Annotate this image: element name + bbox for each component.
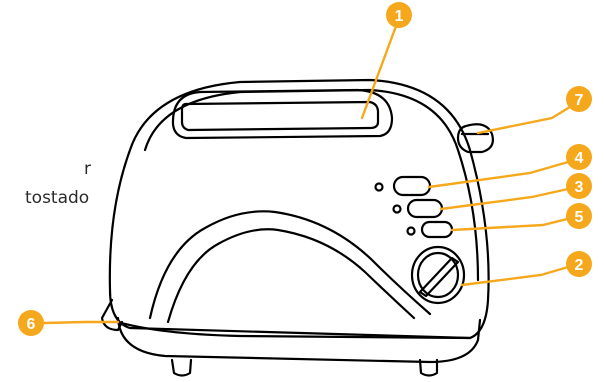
- arch-panel-inner: [168, 229, 414, 322]
- svg-text:7: 7: [575, 92, 584, 109]
- indicator-middle: [394, 206, 401, 213]
- svg-text:5: 5: [575, 209, 584, 226]
- callout-badge-6: 6: [18, 310, 44, 336]
- bread-slot-opening: [182, 102, 378, 130]
- svg-text:4: 4: [575, 150, 584, 167]
- callout-badge-7: 7: [566, 86, 592, 112]
- svg-text:2: 2: [575, 257, 584, 274]
- svg-text:6: 6: [27, 316, 36, 333]
- callout-badges: 1 2 3 4 5 6 7: [18, 2, 592, 336]
- leader-1: [362, 18, 399, 118]
- svg-text:3: 3: [575, 179, 584, 196]
- callout-badge-1: 1: [386, 2, 412, 28]
- leader-7: [478, 102, 578, 133]
- toaster-illustration: [102, 80, 493, 376]
- callout-badge-2: 2: [566, 251, 592, 277]
- top-button: [394, 177, 430, 195]
- base-band: [118, 318, 480, 362]
- body-contour: [145, 90, 478, 280]
- leader-4: [429, 160, 575, 187]
- middle-button: [408, 200, 442, 217]
- bottom-button: [422, 222, 452, 237]
- leader-3: [441, 187, 577, 209]
- indicator-top: [376, 184, 383, 191]
- indicator-bottom: [408, 228, 415, 235]
- foot-left: [172, 360, 191, 376]
- leader-5: [452, 217, 575, 230]
- callout-badge-5: 5: [566, 203, 592, 229]
- callout-badge-3: 3: [566, 173, 592, 199]
- callout-badge-4: 4: [566, 144, 592, 170]
- arch-panel: [150, 211, 430, 318]
- lever: [458, 124, 493, 152]
- svg-text:1: 1: [395, 8, 404, 25]
- browning-dial: [412, 247, 464, 303]
- leader-6: [44, 322, 118, 323]
